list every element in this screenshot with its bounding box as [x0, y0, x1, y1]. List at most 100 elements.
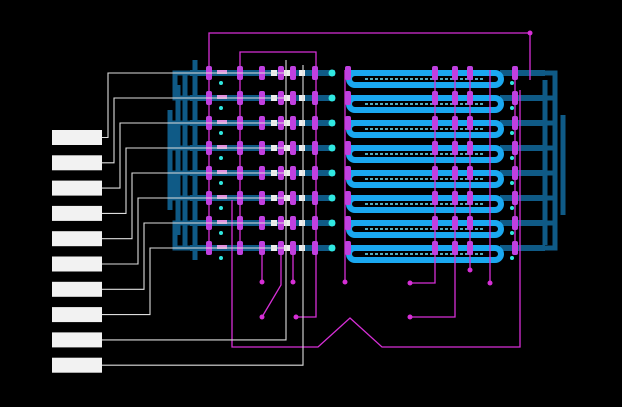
port-dot [219, 131, 223, 135]
inlet-port [328, 69, 336, 77]
port-dot [219, 81, 223, 85]
valve [432, 166, 438, 180]
valve [345, 141, 351, 155]
electrode-pad [52, 256, 102, 272]
valve-contact [299, 220, 305, 226]
electrode-pad [52, 205, 102, 221]
valve [432, 216, 438, 230]
valve [312, 216, 318, 230]
valve-contact [299, 120, 305, 126]
valve [432, 141, 438, 155]
control-line [231, 90, 521, 348]
valve-contact [299, 145, 305, 151]
inlet-port [328, 119, 336, 127]
control-port [342, 279, 348, 285]
port-dot [510, 131, 514, 135]
valve [512, 216, 518, 230]
electrode-pads [52, 130, 102, 373]
valve [345, 91, 351, 105]
valve-contact [299, 170, 305, 176]
valve [432, 241, 438, 255]
port-dot [510, 81, 514, 85]
control-port [293, 314, 299, 320]
valve [512, 191, 518, 205]
control-port [259, 279, 265, 285]
valve [345, 166, 351, 180]
flow-channel-loop [535, 220, 558, 251]
valve [312, 166, 318, 180]
electrode-wire [102, 122, 287, 189]
valve [312, 191, 318, 205]
inlet-port [328, 244, 336, 252]
valve [467, 216, 473, 230]
inlet-port [328, 144, 336, 152]
valve [345, 216, 351, 230]
electrode-wire [102, 65, 304, 366]
control-port [407, 280, 413, 286]
valve [432, 91, 438, 105]
valve [467, 116, 473, 130]
valve-contact [299, 195, 305, 201]
port-dot [219, 156, 223, 160]
valve [290, 191, 296, 205]
port-dot [219, 181, 223, 185]
valve [512, 166, 518, 180]
valve-contact [299, 95, 305, 101]
control-lines [206, 30, 533, 348]
inlet-port [328, 94, 336, 102]
valve-marker [217, 220, 227, 224]
valve [312, 116, 318, 130]
valve-marker [217, 170, 227, 174]
control-port [467, 267, 473, 273]
valve-marker [217, 195, 227, 199]
valve [312, 241, 318, 255]
valve [452, 91, 458, 105]
valve [290, 91, 296, 105]
valve [290, 166, 296, 180]
valve [512, 241, 518, 255]
flow-channel-loop [535, 170, 558, 201]
electrode-wire [102, 72, 287, 139]
valve [452, 166, 458, 180]
valve-marker [217, 145, 227, 149]
port-dot [510, 206, 514, 210]
port-dot [510, 156, 514, 160]
valve [290, 66, 296, 80]
valve [467, 141, 473, 155]
electrode-wire [102, 197, 287, 265]
valve [345, 241, 351, 255]
valve [432, 191, 438, 205]
control-port [487, 280, 493, 286]
valve [452, 66, 458, 80]
valve [452, 191, 458, 205]
valve [432, 116, 438, 130]
valve [432, 66, 438, 80]
flow-channel-loop [535, 70, 558, 101]
port-dot [219, 206, 223, 210]
port-dot [219, 106, 223, 110]
port-dot [219, 256, 223, 260]
valve [467, 166, 473, 180]
valve [345, 191, 351, 205]
inlet-port [328, 169, 336, 177]
valve [512, 141, 518, 155]
valve [512, 91, 518, 105]
valve [290, 241, 296, 255]
valve-contact [299, 70, 305, 76]
valve [512, 66, 518, 80]
valve [312, 66, 318, 80]
valve [312, 91, 318, 105]
electrode-pad [52, 332, 102, 348]
control-port [290, 279, 296, 285]
inlet-port [328, 194, 336, 202]
valve-marker [217, 70, 227, 74]
electrode-pad [52, 130, 102, 145]
valve [312, 141, 318, 155]
electrode-wire [102, 97, 287, 164]
control-port [527, 30, 533, 36]
flow-channel-loop [535, 120, 558, 151]
valve [467, 66, 473, 80]
electrode-wire [102, 247, 287, 316]
electrode-pad [52, 155, 102, 171]
